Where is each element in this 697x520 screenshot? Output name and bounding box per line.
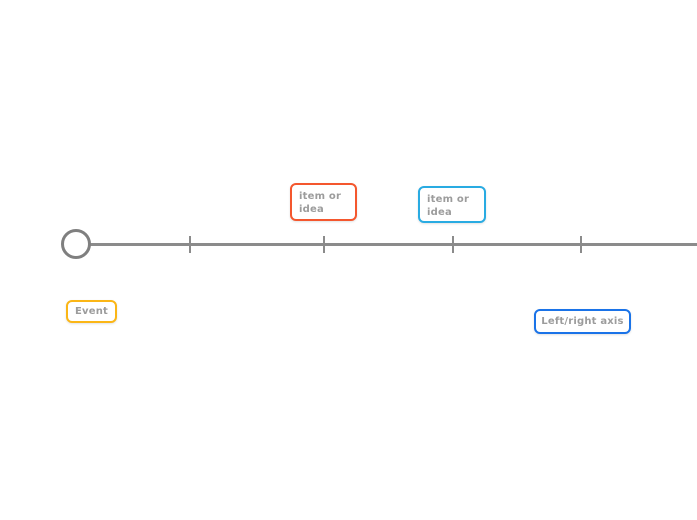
timeline-tick xyxy=(189,236,191,253)
node-item-or-idea-1[interactable]: item or idea xyxy=(290,183,357,221)
timeline-tick xyxy=(452,236,454,253)
timeline-start-circle-icon[interactable] xyxy=(61,229,91,259)
node-label: Left/right axis xyxy=(541,316,624,327)
timeline-line xyxy=(89,243,697,246)
node-label: item or idea xyxy=(299,191,342,215)
node-left-right-axis[interactable]: Left/right axis xyxy=(534,309,631,334)
timeline-tick xyxy=(580,236,582,253)
node-label: item or idea xyxy=(427,194,470,218)
node-item-or-idea-2[interactable]: item or idea xyxy=(418,186,486,223)
node-event[interactable]: Event xyxy=(66,300,117,323)
timeline-tick xyxy=(323,236,325,253)
node-label: Event xyxy=(74,306,109,317)
